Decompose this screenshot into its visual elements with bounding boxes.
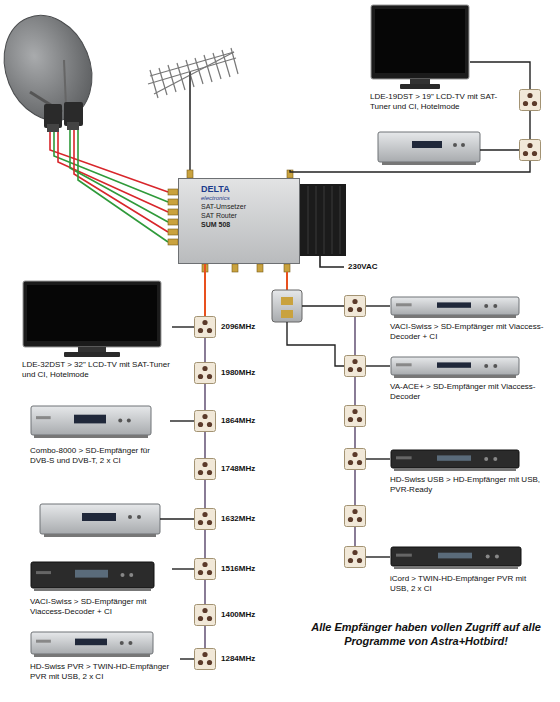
device-illustration xyxy=(390,292,520,320)
cable xyxy=(180,658,194,659)
cable xyxy=(290,161,530,172)
device-caption: LDE-32DST > 32" LCD-TV mit SAT-Tuner und… xyxy=(22,360,172,380)
wall-socket: 1980MHz xyxy=(194,362,216,384)
cable xyxy=(204,580,206,604)
device-illustration xyxy=(370,4,470,90)
device-caption: VA-ACE+ > SD-Empfänger mit Viaccess-Deco… xyxy=(390,382,545,402)
wall-socket xyxy=(345,449,366,470)
device-text: SUM 508 xyxy=(201,220,293,229)
frequency-label: 1864MHz xyxy=(221,416,255,426)
device-text: SAT-Umsetzer xyxy=(201,202,293,211)
socket-symbol xyxy=(194,316,216,338)
frequency-label: 1284MHz xyxy=(221,654,255,664)
cable xyxy=(204,264,206,316)
note: Alle Empfänger haben vollen Zugriff auf … xyxy=(300,620,552,648)
receiver-device: HD-Swiss PVR > TWIN-HD-Empfänger PVR mit… xyxy=(30,626,180,682)
cable xyxy=(170,420,194,421)
power-label: 230VAC xyxy=(348,262,378,271)
device-illustration xyxy=(30,626,154,660)
cable xyxy=(204,432,206,458)
wall-socket: 1400MHz xyxy=(194,604,216,626)
device-illustration xyxy=(22,280,162,358)
wall-socket xyxy=(520,140,541,161)
wall-socket: 2096MHz xyxy=(194,316,216,338)
frequency-label: 2096MHz xyxy=(221,322,255,332)
socket-symbol xyxy=(194,410,216,432)
receiver-device: VA-ACE+ > SD-Empfänger mit Viaccess-Deco… xyxy=(390,352,545,402)
device-text: DELTA xyxy=(201,184,293,194)
wall-socket: 1632MHz xyxy=(194,508,216,530)
receiver-device: iCord > TWIN-HD-Empfänger PVR mit USB, 2… xyxy=(390,542,545,594)
receiver-device: VACI-Swiss > SD-Empfänger mit Viaccess-D… xyxy=(390,292,545,342)
frequency-label: 1632MHz xyxy=(221,514,255,524)
cable xyxy=(160,518,194,519)
wall-socket: 1864MHz xyxy=(194,410,216,432)
frequency-label: 1748MHz xyxy=(221,464,255,474)
wall-socket xyxy=(345,356,366,377)
power-cord xyxy=(320,256,344,267)
cable xyxy=(286,272,288,290)
receiver-device: HD-Swiss USB > HD-Empfänger mit USB, PVR… xyxy=(390,445,545,495)
wall-socket xyxy=(345,406,366,427)
wall-socket xyxy=(520,90,541,111)
splitter xyxy=(272,290,302,322)
cable xyxy=(204,338,206,362)
device-caption: LDE-19DST > 19" LCD-TV mit SAT-Tuner und… xyxy=(370,92,515,112)
receiver-illustration xyxy=(40,504,160,537)
cable xyxy=(287,322,344,366)
frequency-label: 1980MHz xyxy=(221,368,255,378)
cable xyxy=(529,111,530,139)
device-illustration xyxy=(30,398,152,444)
device-illustration xyxy=(390,352,520,380)
device-illustration xyxy=(390,445,520,473)
socket-symbol xyxy=(194,458,216,480)
frequency-label: 1400MHz xyxy=(221,610,255,620)
cable xyxy=(366,306,390,557)
cable xyxy=(480,149,519,150)
receiver-device: VACI-Swiss > SD-Empfänger mit Viaccess-D… xyxy=(30,555,172,617)
wall-socket: 1516MHz xyxy=(194,558,216,580)
terrestrial-antenna xyxy=(148,48,238,110)
antenna-cable xyxy=(189,110,190,170)
satellite-dish xyxy=(0,2,107,134)
device-caption: VACI-Swiss > SD-Empfänger mit Viaccess-D… xyxy=(30,597,172,617)
frequency-label: 1516MHz xyxy=(221,564,255,574)
wall-socket xyxy=(345,296,366,317)
device-text: electronics xyxy=(201,194,293,202)
wall-socket: 1284MHz xyxy=(194,648,216,670)
cable xyxy=(204,626,206,648)
tv-device: LDE-32DST > 32" LCD-TV mit SAT-Tuner und… xyxy=(22,280,172,380)
wall-socket: 1748MHz xyxy=(194,458,216,480)
cable xyxy=(204,384,206,410)
lnb-cables xyxy=(50,130,168,242)
tv-device: LDE-19DST > 19" LCD-TV mit SAT-Tuner und… xyxy=(370,4,515,112)
cable xyxy=(204,530,206,558)
socket-symbol xyxy=(194,508,216,530)
device-caption: HD-Swiss PVR > TWIN-HD-Empfänger PVR mit… xyxy=(30,662,180,682)
wall-socket xyxy=(345,506,366,527)
cable xyxy=(172,326,194,327)
socket-symbol xyxy=(194,558,216,580)
device-caption: iCord > TWIN-HD-Empfänger PVR mit USB, 2… xyxy=(390,574,545,594)
device-caption: Combo-8000 > SD-Empfänger für DVB-S und … xyxy=(30,446,170,466)
cable xyxy=(204,480,206,508)
device-caption: HD-Swiss USB > HD-Empfänger mit USB, PVR… xyxy=(390,475,545,495)
receiver-device: Combo-8000 > SD-Empfänger für DVB-S und … xyxy=(30,398,170,466)
socket-symbol xyxy=(194,362,216,384)
wall-socket xyxy=(345,547,366,568)
device-illustration xyxy=(390,542,522,572)
heat-sink xyxy=(300,184,346,256)
cable xyxy=(172,568,194,569)
socket-symbol xyxy=(194,604,216,626)
multiswitch: DELTAelectronicsSAT-UmsetzerSAT RouterSU… xyxy=(178,178,300,264)
device-illustration xyxy=(30,555,155,595)
device-text: SAT Router xyxy=(201,211,293,220)
socket-symbol xyxy=(194,648,216,670)
cable xyxy=(470,62,530,89)
cable xyxy=(302,305,344,306)
receiver-illustration xyxy=(378,132,480,165)
device-caption: VACI-Swiss > SD-Empfänger mit Viaccess-D… xyxy=(390,322,545,342)
